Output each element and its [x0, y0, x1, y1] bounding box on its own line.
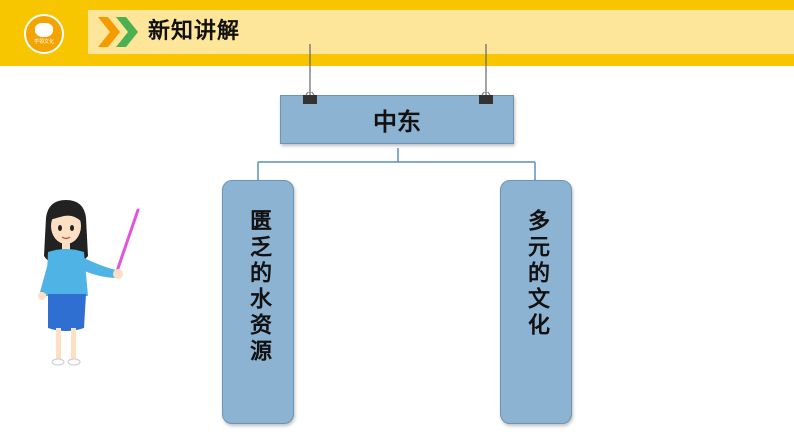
header-title-strip: [88, 10, 794, 54]
brand-logo: 学领文化: [24, 14, 64, 54]
diagram-child-node-water: 匮乏的水资源: [222, 180, 294, 424]
chevron-arrows-icon: [98, 17, 138, 47]
binder-clip-icon: [479, 92, 493, 104]
teacher-with-pointer-icon: [38, 200, 140, 366]
child-node-label-culture: 多元的文化: [524, 209, 549, 339]
diagram-root-node: 中东: [280, 95, 514, 144]
page-title: 新知讲解: [148, 19, 241, 44]
cat-face-icon: [35, 23, 53, 37]
diagram-child-node-culture: 多元的文化: [500, 180, 572, 424]
root-node-label: 中东: [373, 108, 421, 136]
child-node-label-water: 匮乏的水资源: [246, 209, 271, 365]
logo-text: 学领文化: [33, 39, 54, 45]
binder-clip-icon: [303, 92, 317, 104]
header-bar: 学领文化 新知讲解: [0, 0, 794, 66]
